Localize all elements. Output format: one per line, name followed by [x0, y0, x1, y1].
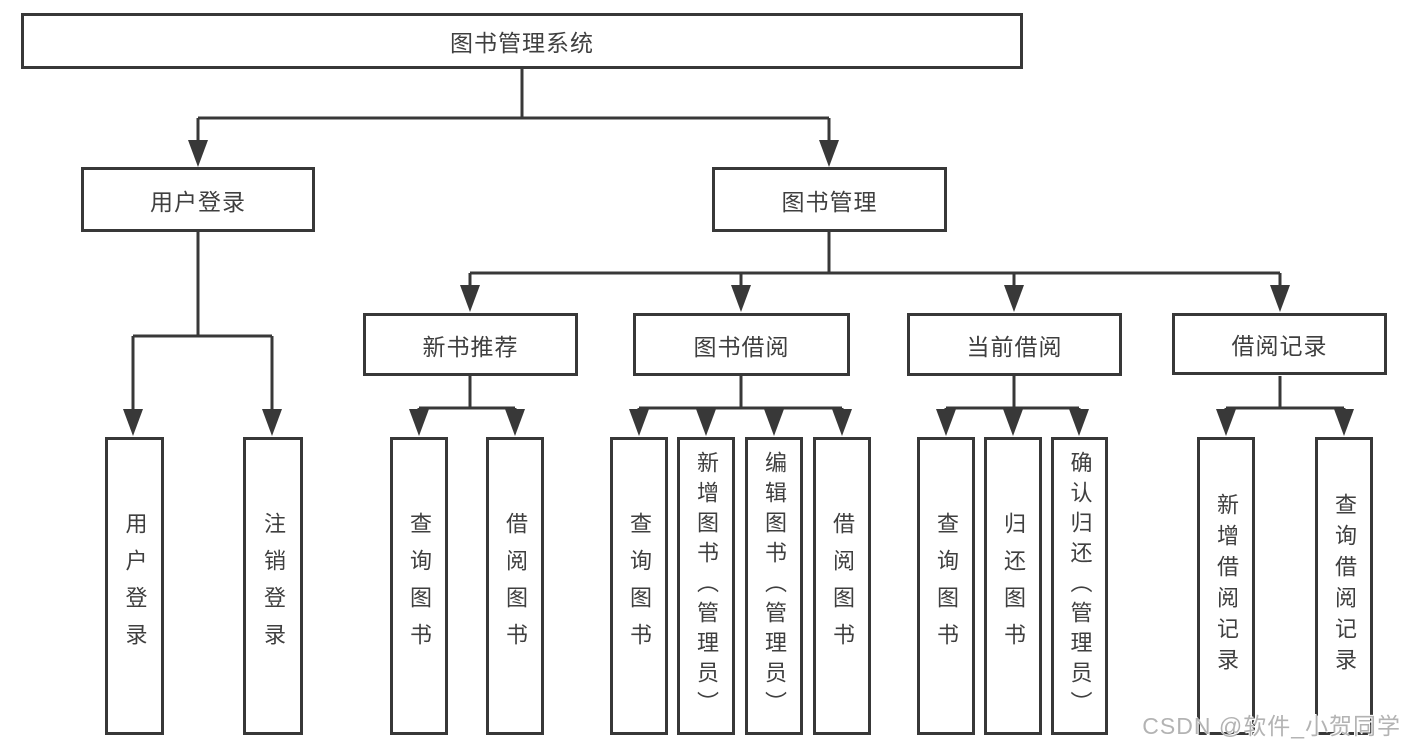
node-label: 图书借阅 — [693, 333, 790, 360]
leaf-borrow-books: 借阅图书 — [813, 437, 871, 735]
node-label: 用户登录 — [122, 512, 148, 660]
node-label: 新增图书（管理员） — [694, 451, 719, 721]
node-root-label: 图书管理系统 — [450, 30, 594, 56]
leaf-borrowing-query-books: 查询图书 — [610, 437, 668, 735]
leaf-add-borrow-record: 新增借阅记录 — [1197, 437, 1255, 735]
node-label: 图书管理 — [781, 188, 878, 215]
leaf-return-books: 归还图书 — [984, 437, 1042, 735]
node-label: 注销登录 — [261, 512, 286, 660]
node-label: 新书推荐 — [422, 333, 519, 360]
node-current-borrowing: 当前借阅 — [907, 313, 1122, 376]
leaf-confirm-return-admin: 确认归还（管理员） — [1051, 437, 1108, 735]
node-label: 查询图书 — [407, 512, 432, 660]
node-label: 借阅记录 — [1231, 333, 1328, 359]
node-label: 查询图书 — [627, 512, 652, 660]
leaf-recommend-borrow-books: 借阅图书 — [486, 437, 544, 735]
node-new-book-recommend: 新书推荐 — [363, 313, 578, 376]
leaf-edit-books-admin: 编辑图书（管理员） — [745, 437, 803, 735]
leaf-user-login: 用户登录 — [105, 437, 164, 735]
leaf-recommend-query-books: 查询图书 — [390, 437, 448, 735]
node-label: 查询借阅记录 — [1332, 493, 1357, 679]
node-label: 编辑图书（管理员） — [762, 451, 787, 721]
leaf-current-query-books: 查询图书 — [917, 437, 975, 735]
csdn-watermark: CSDN @软件_小贺同学 — [1142, 713, 1401, 739]
node-label: 借阅图书 — [503, 512, 528, 660]
node-label: 借阅图书 — [830, 512, 855, 660]
leaf-query-borrow-record: 查询借阅记录 — [1315, 437, 1373, 735]
node-label: 新增借阅记录 — [1214, 493, 1239, 679]
node-label: 用户登录 — [150, 188, 246, 215]
node-book-borrowing: 图书借阅 — [633, 313, 850, 376]
node-label: 查询图书 — [934, 512, 959, 660]
node-user-login-branch: 用户登录 — [81, 167, 315, 232]
node-borrowing-records: 借阅记录 — [1172, 313, 1387, 375]
node-label: 归还图书 — [1001, 512, 1026, 660]
node-root: 图书管理系统 — [21, 13, 1023, 69]
leaf-add-books-admin: 新增图书（管理员） — [677, 437, 735, 735]
node-book-management: 图书管理 — [712, 167, 947, 232]
leaf-logout: 注销登录 — [243, 437, 303, 735]
node-label: 确认归还（管理员） — [1067, 451, 1093, 721]
node-label: 当前借阅 — [966, 333, 1063, 360]
